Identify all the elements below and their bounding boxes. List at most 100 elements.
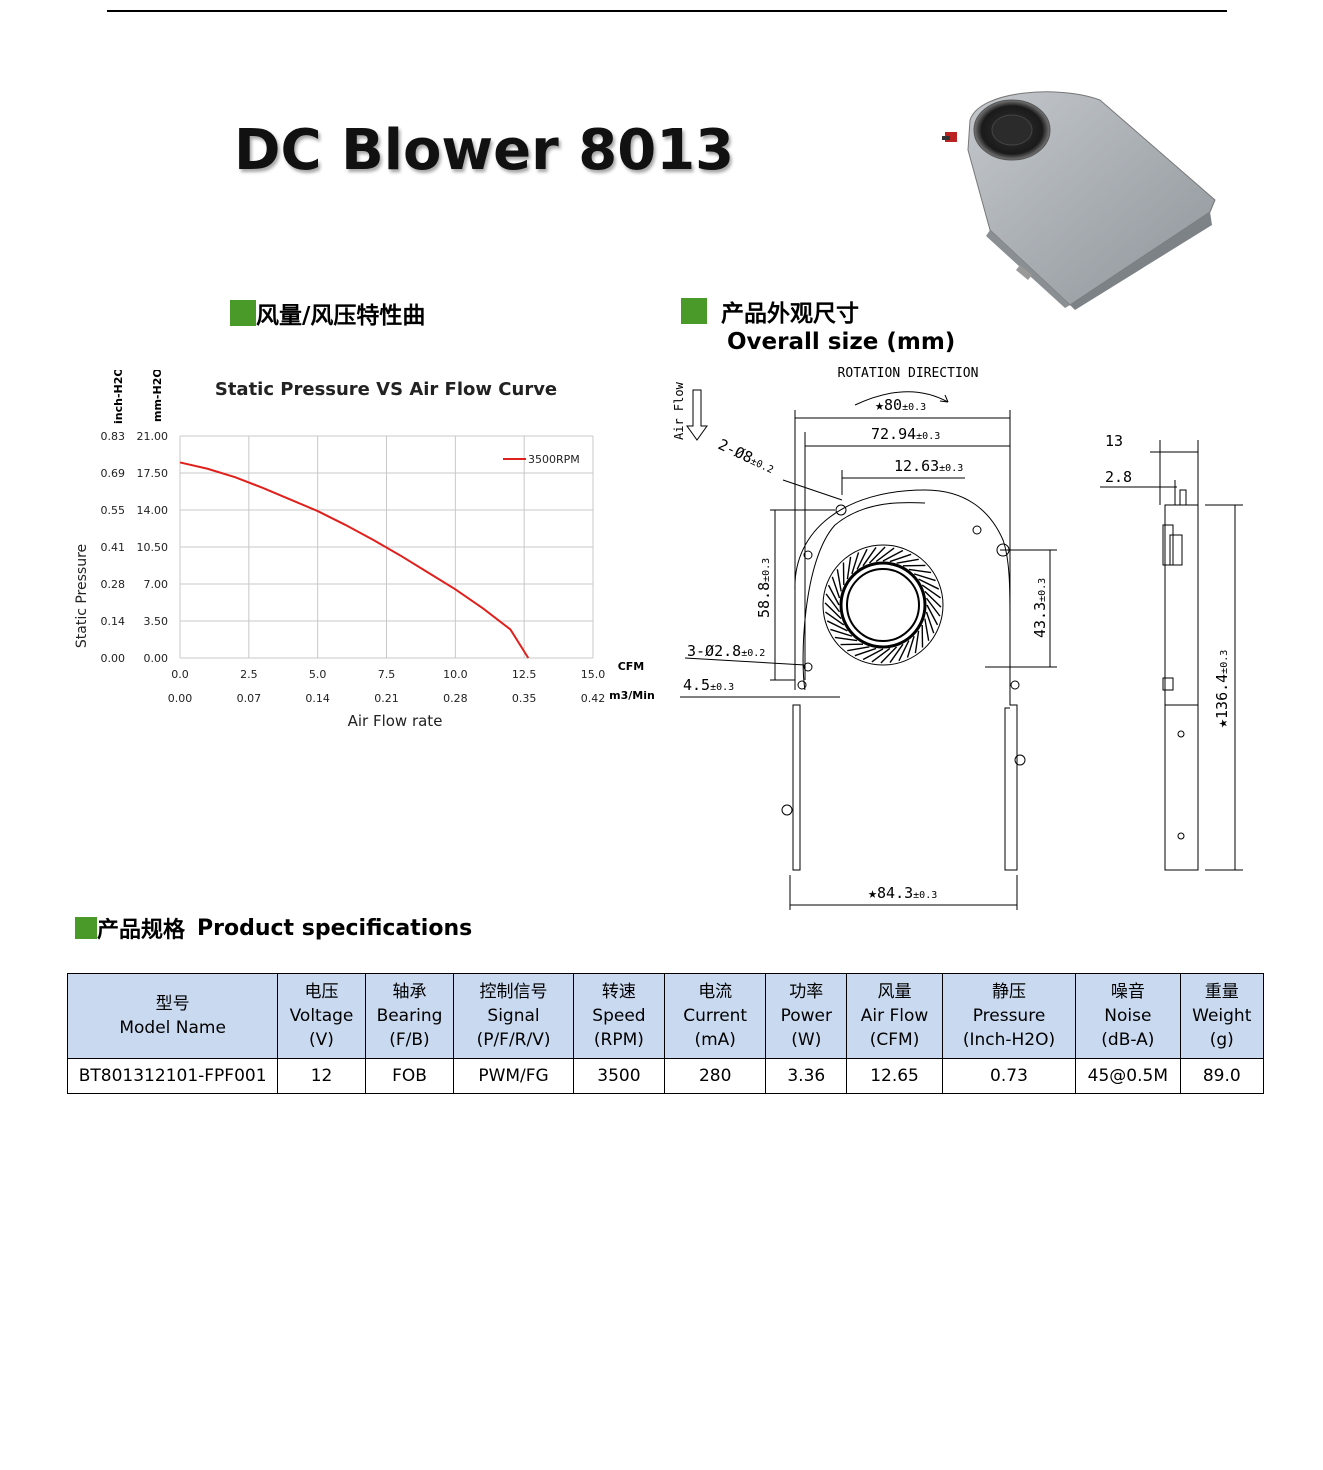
y-tick-label: 21.00 [137, 430, 169, 443]
green-square-icon [230, 300, 256, 326]
size-section-heading: 产品外观尺寸 [681, 294, 859, 328]
y-axis-label: Static Pressure [74, 544, 90, 648]
page-title: DC Blower 8013 [234, 118, 735, 183]
x-tick-label-secondary: 0.07 [237, 692, 261, 705]
fan-blade [847, 646, 870, 652]
x-tick-label-secondary: 0.35 [512, 692, 536, 705]
top-rule [107, 10, 1227, 12]
cell-power: 3.36 [765, 1058, 848, 1094]
chart-title: Static Pressure VS Air Flow Curve [215, 379, 557, 400]
x-axis-label: Air Flow rate [348, 712, 443, 730]
cell-weight: 89.0 [1179, 1058, 1265, 1094]
x-tick-label: 2.5 [240, 668, 257, 681]
fan-blade [826, 620, 848, 632]
fan-blade [924, 590, 942, 608]
x-tick-label: 15.0 [581, 668, 606, 681]
x-tick-label-secondary: 0.28 [443, 692, 468, 705]
dim-holes-8: 2-Ø8±0.2 [715, 435, 777, 477]
y-unit-primary: mm-H2O [151, 370, 164, 422]
fan-blades [824, 546, 942, 664]
dimension-drawing: ROTATION DIRECTION Air Flow ★80±0.3 72.9… [672, 366, 1243, 910]
size-section-title-cn: 产品外观尺寸 [721, 301, 859, 327]
rotation-direction-label: ROTATION DIRECTION [838, 366, 979, 381]
x-tick-label-secondary: 0.14 [305, 692, 330, 705]
fan-blade [880, 646, 898, 664]
dim-13: 13 [1105, 432, 1123, 450]
cell-airflow: 12.65 [846, 1058, 943, 1094]
series-line-3500rpm [179, 461, 530, 659]
pressure-flow-chart: 0.00.002.50.075.00.147.50.2110.00.2812.5… [74, 370, 655, 730]
dim-80: ★80±0.3 [875, 396, 926, 414]
y-tick-label: 3.50 [144, 615, 169, 628]
fan-blade [908, 568, 932, 574]
fan-blade [925, 611, 935, 634]
x-tick-label-secondary: 0.21 [374, 692, 399, 705]
fan-blade [825, 593, 841, 613]
blower-outline [794, 489, 1018, 871]
x-tick-label: 12.5 [512, 668, 536, 681]
x-tick-label: 10.0 [443, 668, 468, 681]
spec-section-title-en: Product specifications [197, 915, 473, 941]
y-tick-label-secondary: 0.28 [101, 578, 126, 591]
dim-58-8: 58.8±0.3 [755, 558, 773, 618]
fan-blade [918, 578, 940, 590]
table-row: BT801312101-FPF001 12 FOB PWM/FG 3500 28… [66, 1058, 1265, 1094]
spec-section-heading: 产品规格 Product specifications [75, 912, 472, 944]
legend-label: 3500RPM [528, 453, 580, 466]
cell-bearing: FOB [364, 1058, 455, 1094]
y-tick-label-secondary: 0.41 [101, 541, 126, 554]
dim-4-5: 4.5±0.3 [683, 676, 734, 694]
x-tick-label: 5.0 [309, 668, 327, 681]
y-tick-label-secondary: 0.83 [101, 430, 126, 443]
green-square-icon [75, 917, 97, 939]
fan-blade [851, 552, 860, 575]
curve-section-heading: 风量/风压特性曲 [230, 296, 425, 330]
y-tick-label: 7.00 [144, 578, 169, 591]
cell-speed: 3500 [572, 1058, 666, 1094]
dim-136-4: ★136.4±0.3 [1213, 650, 1231, 728]
fan-blade [875, 547, 895, 563]
fan-blade [825, 611, 845, 626]
y-tick-label-secondary: 0.55 [101, 504, 126, 517]
fan-blade [831, 576, 841, 599]
y-tick-label-secondary: 0.00 [101, 652, 126, 665]
fan-blade [868, 546, 886, 564]
y-tick-label: 14.00 [137, 504, 169, 517]
curve-section-title: 风量/风压特性曲 [256, 303, 426, 329]
cell-model: BT801312101-FPF001 [66, 1058, 279, 1094]
cell-current: 280 [664, 1058, 767, 1094]
fan-blade [898, 640, 910, 662]
x-unit-primary: CFM [618, 660, 645, 673]
fan-blade [889, 553, 912, 563]
fan-blade [926, 604, 939, 626]
dim-holes-2-8: 3-Ø2.8±0.2 [687, 642, 765, 660]
x-unit-secondary: m3/Min [609, 689, 655, 702]
fan-blade [846, 556, 852, 580]
fan-blade [924, 618, 930, 641]
fan-blade [913, 573, 936, 582]
chart-ticks: 0.00.002.50.075.00.147.50.2110.00.2812.5… [101, 430, 606, 705]
dim-84-3: ★84.3±0.3 [868, 884, 937, 902]
fan-outer [822, 544, 944, 666]
fan-blade [862, 547, 877, 567]
cell-signal: PWM/FG [453, 1058, 574, 1094]
y-tick-label-secondary: 0.14 [101, 615, 126, 628]
spec-section-title-cn: 产品规格 [97, 918, 186, 943]
fan-blade [856, 548, 868, 570]
fan-blade [836, 569, 842, 592]
fan-blade [914, 630, 920, 654]
y-tick-label: 10.50 [137, 541, 169, 554]
cell-noise: 45@0.5M [1075, 1058, 1181, 1094]
fan-blade [830, 628, 853, 637]
fan-blade [854, 647, 877, 657]
dim-2-8: 2.8 [1105, 468, 1132, 486]
product-photo [942, 91, 1216, 310]
